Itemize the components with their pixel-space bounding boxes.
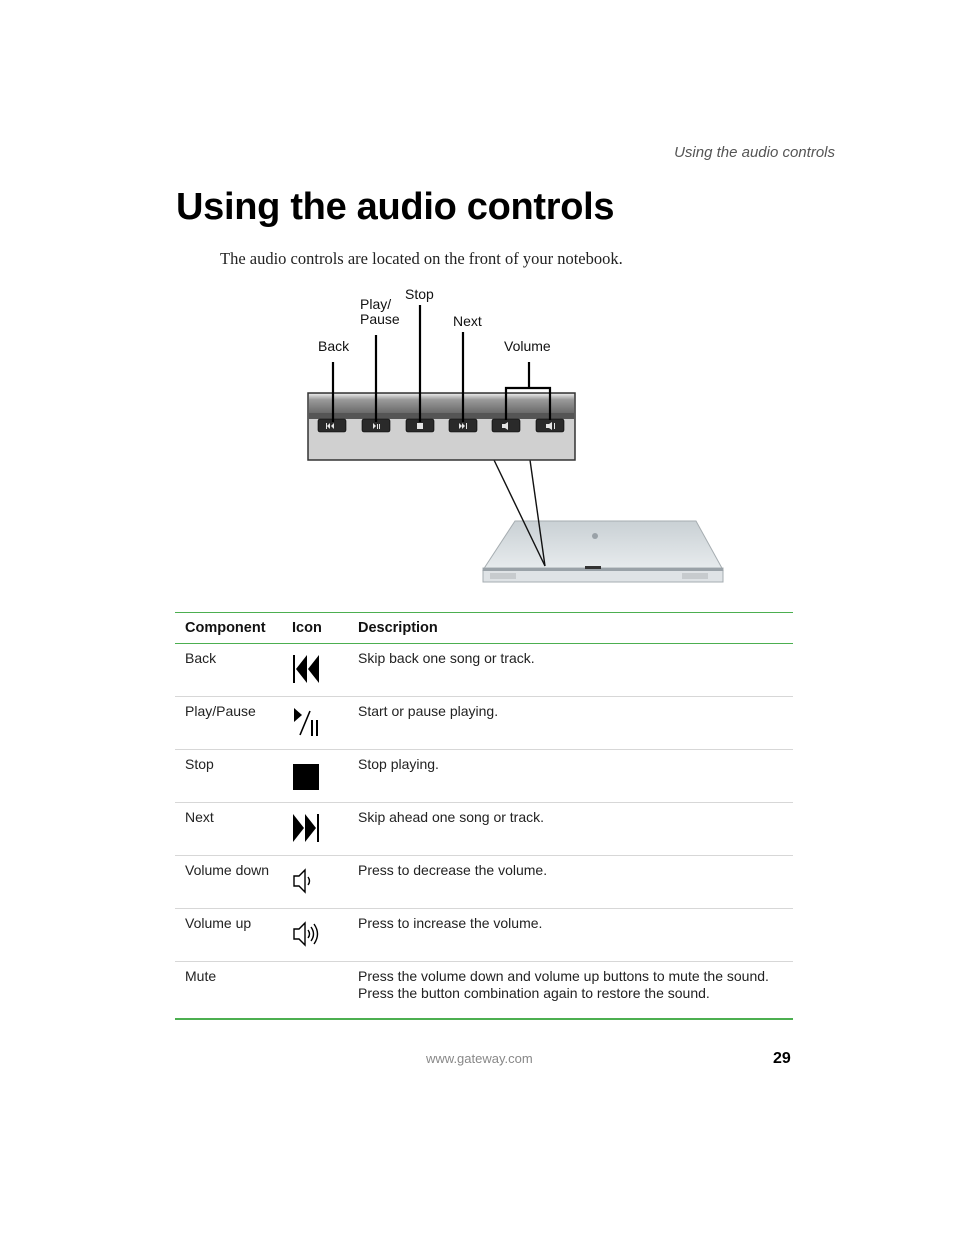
description-cell: Press the volume down and volume up butt… <box>348 962 793 1020</box>
callout-back: Back <box>318 338 350 354</box>
callout-play-pause-line2: Pause <box>360 311 400 327</box>
intro-paragraph: The audio controls are located on the fr… <box>220 249 623 268</box>
component-cell: Volume up <box>175 908 282 962</box>
header-description: Description <box>348 612 793 644</box>
audio-controls-illustration <box>307 305 724 583</box>
table-header-row: Component Icon Description <box>175 612 793 644</box>
description-line: Press to increase the volume. <box>358 915 543 931</box>
component-cell: Back <box>175 643 282 697</box>
play-pause-icon <box>294 708 318 736</box>
volume-down-icon <box>293 868 311 894</box>
table-row: Back Skip back one song or track. <box>175 643 793 697</box>
audio-controls-table: Component Icon Description Back Skip bac… <box>175 612 793 1020</box>
table-row: Volume up Press to increase the volume. <box>175 908 793 962</box>
icon-cell <box>282 908 348 962</box>
callout-volume: Volume <box>504 338 551 354</box>
next-icon <box>293 814 319 842</box>
icon-cell <box>282 855 348 909</box>
description-cell: Start or pause playing. <box>348 696 793 750</box>
volume-up-icon <box>293 921 319 947</box>
audio-panel-closeup <box>307 392 576 461</box>
callout-stop: Stop <box>405 286 434 302</box>
description-line: Press to decrease the volume. <box>358 862 548 878</box>
running-head: Using the audio controls <box>674 144 835 161</box>
callout-play-pause: Play/ Pause <box>360 297 400 327</box>
component-cell: Next <box>175 802 282 856</box>
description-line: Stop playing. <box>358 756 439 772</box>
description-line: Start or pause playing. <box>358 703 499 719</box>
table-row: Play/Pause Start or pause playing. <box>175 696 793 750</box>
audio-controls-figure: Stop Play/ Pause Next Back Volume <box>300 280 740 590</box>
component-cell: Play/Pause <box>175 696 282 750</box>
page-number: 29 <box>773 1050 791 1067</box>
footer-url: www.gateway.com <box>426 1051 533 1066</box>
stop-icon <box>293 764 319 790</box>
table-row: Volume down Press to decrease the volume… <box>175 855 793 909</box>
description-line: Skip ahead one song or track. <box>358 809 545 825</box>
description-cell: Press to decrease the volume. <box>348 855 793 909</box>
header-component: Component <box>175 612 282 644</box>
component-cell: Stop <box>175 749 282 803</box>
icon-cell <box>282 643 348 697</box>
component-cell: Mute <box>185 968 217 984</box>
component-cell: Volume down <box>175 855 282 909</box>
description-line: Press the button combination again to re… <box>358 985 710 1001</box>
description-line: Press the volume down and volume up butt… <box>358 968 769 984</box>
notebook-image <box>482 520 724 583</box>
callout-next: Next <box>453 313 482 329</box>
table-row: Mute Press the volume down and volume up… <box>175 962 793 1020</box>
description-cell: Skip back one song or track. <box>348 643 793 697</box>
page-title: Using the audio controls <box>176 186 615 228</box>
description-cell: Stop playing. <box>348 749 793 803</box>
callout-play-pause-line1: Play/ <box>360 296 392 312</box>
description-line: Skip back one song or track. <box>358 650 535 666</box>
back-icon <box>293 655 319 683</box>
description-cell: Press to increase the volume. <box>348 908 793 962</box>
table-row: Stop Stop playing. <box>175 749 793 803</box>
icon-cell <box>282 802 348 856</box>
table-row: Next Skip ahead one song or track. <box>175 802 793 856</box>
icon-cell <box>282 696 348 750</box>
header-icon: Icon <box>282 612 348 644</box>
icon-cell <box>282 962 348 1020</box>
icon-cell <box>282 749 348 803</box>
description-cell: Skip ahead one song or track. <box>348 802 793 856</box>
